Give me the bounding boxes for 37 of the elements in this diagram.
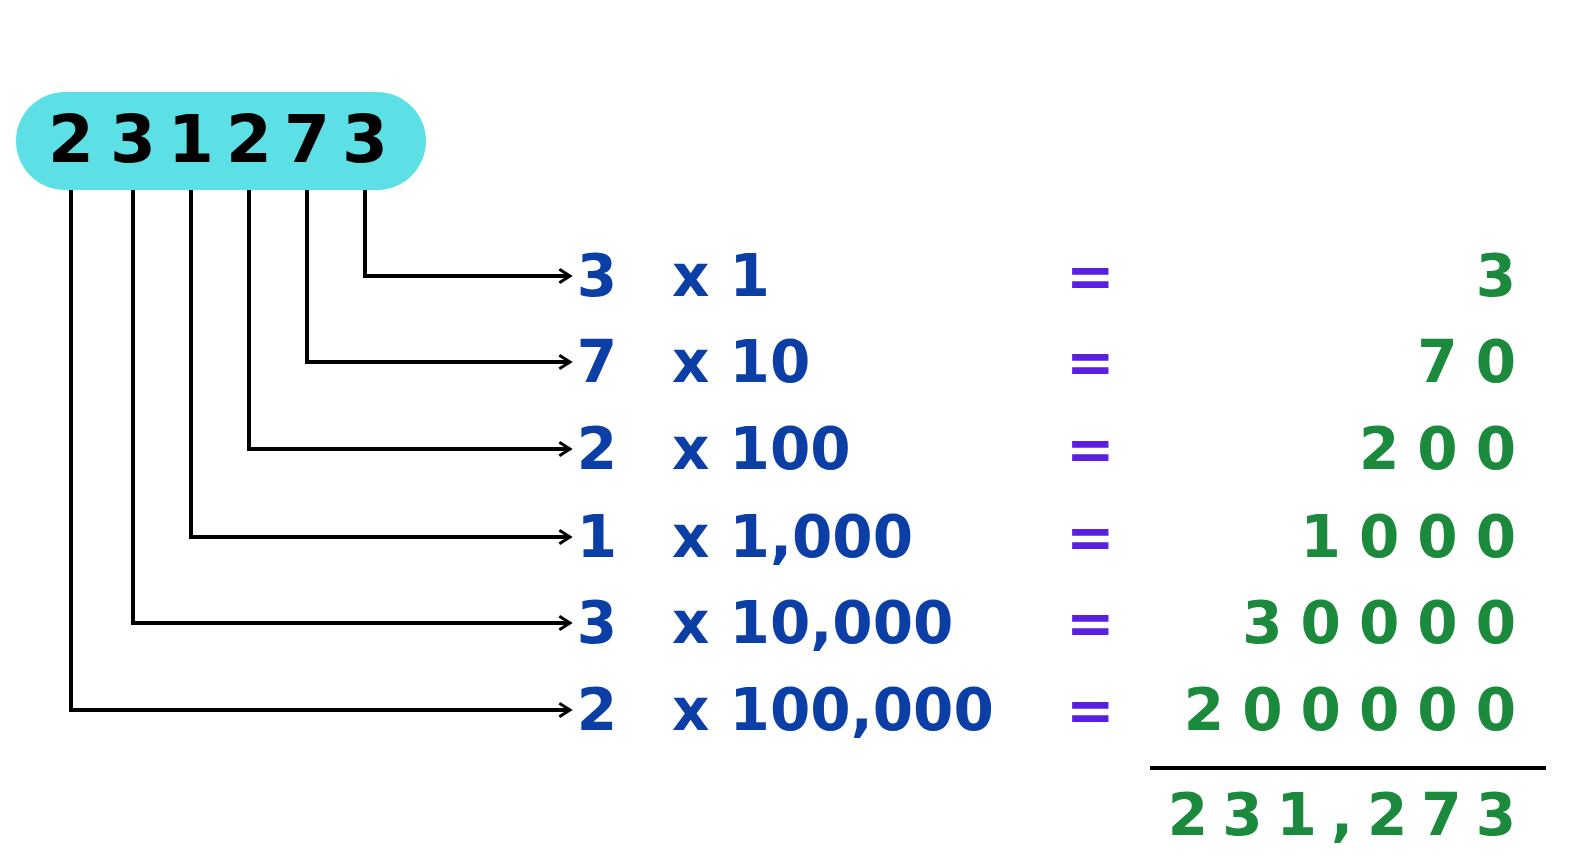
digit-text: 1	[166, 100, 216, 180]
arrow	[189, 190, 572, 546]
result-text: 70	[1417, 327, 1534, 398]
digit-text: 2	[46, 100, 96, 180]
digit-text: 3	[108, 100, 158, 180]
arrow	[247, 190, 572, 458]
digit-text: 2	[224, 100, 274, 180]
result-text: 3	[1475, 241, 1516, 312]
product-text: x 10,000	[672, 588, 954, 659]
arrow	[69, 190, 572, 719]
product-text: x 100	[672, 414, 851, 485]
arrow	[363, 190, 572, 285]
equals-sign: =	[1066, 588, 1115, 659]
product-text: x 10	[672, 327, 811, 398]
equals-sign: =	[1066, 502, 1115, 573]
product-text: x 1	[672, 241, 770, 312]
equals-sign: =	[1066, 241, 1115, 312]
digit-text: 3	[575, 241, 619, 312]
result-text: 30000	[1242, 588, 1534, 659]
digit-text: 3	[575, 588, 619, 659]
digit-text: 2	[575, 675, 619, 746]
result-text: 200000	[1183, 675, 1534, 746]
digit-text: 3	[340, 100, 390, 180]
result-text: 200	[1358, 414, 1534, 485]
equals-sign: =	[1066, 327, 1115, 398]
equals-sign: =	[1066, 414, 1115, 485]
digit-text: 7	[282, 100, 332, 180]
arrow	[131, 190, 572, 632]
result-text: 1000	[1300, 502, 1534, 573]
equals-sign: =	[1066, 675, 1115, 746]
digit-text: 1	[575, 502, 619, 573]
product-text: x 1,000	[672, 502, 914, 573]
total-text: 231,273	[1167, 780, 1530, 851]
digit-text: 7	[575, 327, 619, 398]
product-text: x 100,000	[672, 675, 994, 746]
digit-text: 2	[575, 414, 619, 485]
arrow	[305, 190, 572, 371]
